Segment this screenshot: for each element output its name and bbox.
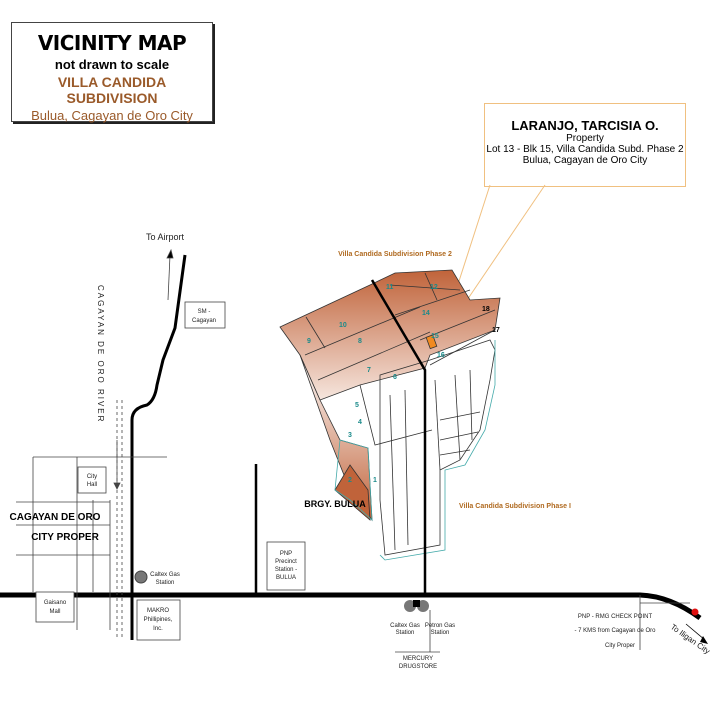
property-marker <box>425 334 438 350</box>
map-title-box: VICINITY MAP not drawn to scale VILLA CA… <box>11 22 213 123</box>
airport-road <box>130 254 187 595</box>
city-hall-label: Hall <box>87 482 97 488</box>
lot-6: 6 <box>393 374 397 381</box>
pnp-precinct-label: Precinct <box>275 559 297 565</box>
lot-12: 12 <box>430 284 438 291</box>
owner-address: Bulua, Cagayan de Oro City <box>522 155 648 166</box>
subdivision-road <box>370 279 427 593</box>
owner-lot: Lot 13 - Blk 15, Villa Candida Subd. Pha… <box>486 144 684 155</box>
makro-box <box>136 599 181 641</box>
mercury-label: DRUGSTORE <box>399 664 437 670</box>
gaisano-box <box>35 591 75 623</box>
caltex-label: Caltex Gas <box>390 623 420 629</box>
lot-11: 11 <box>386 284 394 291</box>
lot-8: 8 <box>358 338 362 345</box>
lot-16: 16 <box>437 352 445 359</box>
lot-2: 2 <box>348 477 352 484</box>
gaisano-label: Mall <box>49 609 60 615</box>
sm-label: SM - <box>198 309 211 315</box>
lot-10: 10 <box>339 322 347 329</box>
gaisano-label: Gaisano <box>44 600 67 606</box>
city-proper-label: CITY PROPER <box>31 532 99 543</box>
river-label: CAGAYAN DE ORO RIVER <box>96 285 105 423</box>
lot-1: 1 <box>373 477 377 484</box>
to-airport-label: To Airport <box>146 232 185 242</box>
scale-note: not drawn to scale <box>54 57 170 72</box>
lot-7: 7 <box>367 367 371 374</box>
checkpoint-label: - 7 KMS from Cagayan de Oro <box>574 628 656 634</box>
caltex-gas-icon <box>134 570 148 584</box>
phase1-label: Villa Candida Subdivision Phase I <box>459 503 571 510</box>
pnp-precinct-box <box>266 541 306 591</box>
sm-label: Cagayan <box>192 318 216 324</box>
checkpoint-label: City Proper <box>605 643 635 649</box>
location: Bulua, Cagayan de Oro City <box>31 108 193 123</box>
caltex-label: Station <box>156 580 175 586</box>
owner-callout: LARANJO, TARCISIA O. Property Lot 13 - B… <box>484 103 686 187</box>
phase1-blocks <box>359 339 496 561</box>
lot-15: 15 <box>431 333 439 340</box>
caltex-label: Station <box>396 630 415 636</box>
map-title: VICINITY MAP <box>37 31 187 55</box>
makro-label: Inc. <box>153 626 163 632</box>
brgy-label: BRGY. BULUA <box>304 499 366 509</box>
drugstore-icon <box>413 600 420 607</box>
makro-label: Phillipines, <box>144 617 173 623</box>
lot-18: 18 <box>482 306 490 313</box>
mercury-label: MERCURY <box>403 656 433 662</box>
city-hall-label: City <box>87 474 97 480</box>
lot-14: 14 <box>422 310 430 317</box>
pnp-precinct-label: BULUA <box>276 575 296 581</box>
owner-name: LARANJO, TARCISIA O. <box>511 118 659 133</box>
pnp-precinct-label: Station - <box>275 567 297 573</box>
lot-3: 3 <box>348 432 352 439</box>
lot-17: 17 <box>492 327 500 334</box>
lot-9: 9 <box>307 338 311 345</box>
checkpoint-icon <box>691 608 699 616</box>
pnp-precinct-label: PNP <box>280 551 292 557</box>
checkpoint-label: PNP - RMG CHECK POINT <box>578 614 653 620</box>
lot-4: 4 <box>358 419 362 426</box>
caltex-label: Caltex Gas <box>150 572 180 578</box>
lot-5: 5 <box>355 402 359 409</box>
subdivision-name: VILLA CANDIDA SUBDIVISION <box>57 74 167 106</box>
phase2-label: Villa Candida Subdivision Phase 2 <box>338 251 452 258</box>
makro-label: MAKRO <box>147 608 169 614</box>
phase2-lots <box>279 269 501 522</box>
sm-box <box>184 301 226 329</box>
city-hall-box <box>77 466 107 494</box>
owner-label: Property <box>566 133 604 144</box>
city-proper-label: CAGAYAN DE ORO <box>10 512 101 523</box>
petron-label: Station <box>431 630 450 636</box>
petron-label: Petron Gas <box>425 623 455 629</box>
lot-numbers: 1 2 3 4 5 6 7 8 9 10 11 12 14 15 16 17 1… <box>307 284 500 484</box>
